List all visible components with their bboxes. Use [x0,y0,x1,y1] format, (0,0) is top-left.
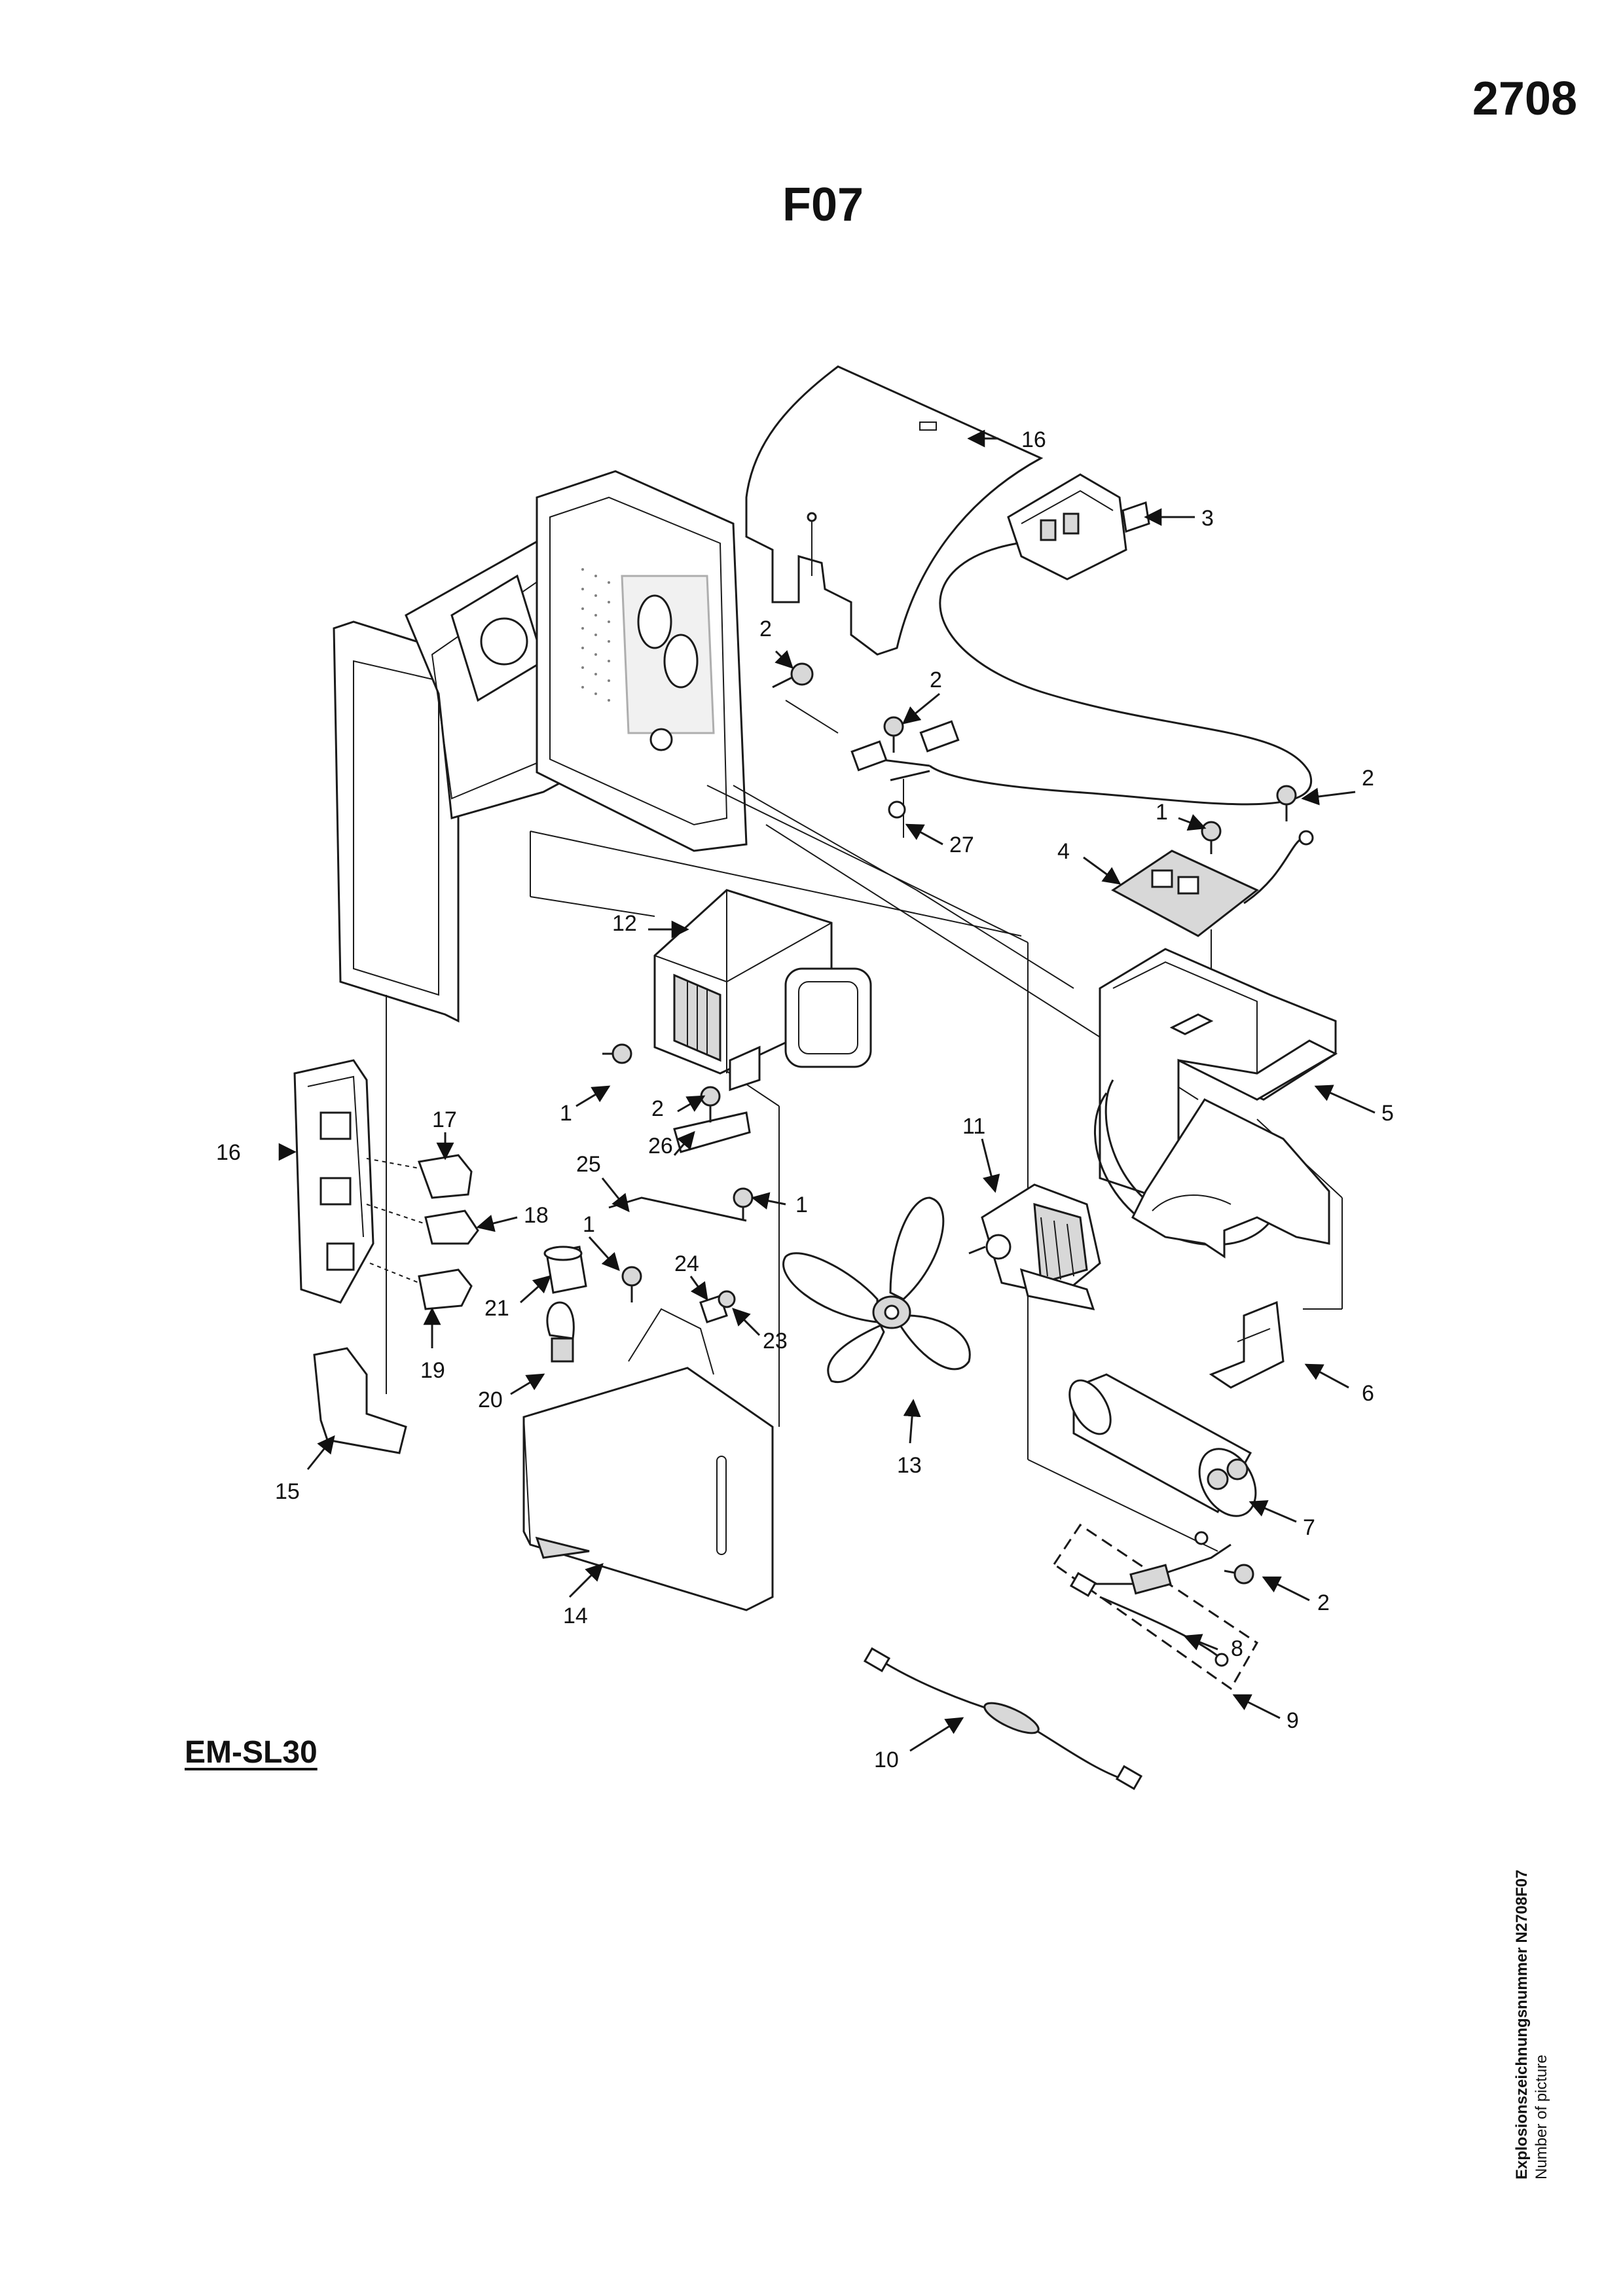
callout-22: 16 [1021,427,1046,452]
shield-plate [522,1308,774,1611]
callout-13: 13 [897,1453,922,1478]
callout-12: 12 [612,911,637,936]
callout-2: 2 [651,1096,664,1121]
callout-23: 23 [763,1329,788,1354]
callout-2: 2 [1317,1590,1330,1615]
magnetron [653,889,872,1092]
callout-15: 15 [275,1479,300,1504]
callout-26: 26 [648,1134,673,1158]
callout-20: 20 [478,1388,503,1412]
callout-21: 21 [484,1296,509,1321]
hv-diode-assembly [1052,1523,1258,1691]
assembly-guide-lines [386,700,1343,1552]
callout-4: 4 [1057,839,1070,864]
fuse-wire [863,1647,1143,1790]
callout-27: 27 [949,833,974,857]
callout-2: 2 [930,668,942,692]
callout-24: 24 [674,1251,699,1276]
callout-1: 1 [795,1193,808,1217]
control-pcb [1111,830,1314,937]
model-label: EM-SL30 [185,1735,318,1770]
callout-11: 11 [962,1114,985,1139]
callout-1: 1 [583,1212,595,1237]
fan-housing-chassis [1094,948,1338,1259]
screws [602,662,1297,1585]
oven-lamp-and-socket [543,1246,587,1363]
callout-3: 3 [1201,506,1214,531]
callout-18: 18 [524,1203,549,1228]
callout-2: 2 [759,617,772,641]
mains-plug-and-cord [850,473,1313,806]
callout-7: 7 [1303,1515,1315,1540]
callout-9: 9 [1286,1708,1299,1733]
callout-14: 14 [563,1604,588,1628]
micro-switches [366,1154,479,1310]
cavity-back-panel [333,470,748,1023]
callout-2: 2 [1362,766,1374,791]
figure-code: F07 [782,179,864,231]
callout-1: 1 [1156,800,1168,825]
fan-blade [782,1196,971,1383]
hv-capacitor [1068,1373,1257,1517]
callout-10: 10 [874,1748,899,1772]
callout-17: 17 [432,1107,457,1132]
callout-labels: 16 3 2 2 27 2 1 4 5 12 1 2 26 25 1 11 1 … [216,427,1394,1772]
fan-motor [968,1183,1101,1310]
page-number: 2708 [1472,73,1577,125]
interlock-switch-holder [293,1059,407,1454]
callout-25: 25 [576,1152,601,1177]
callout-16: 16 [216,1140,241,1165]
callout-arrows [278,429,1376,1752]
callout-8: 8 [1231,1636,1243,1661]
mounting-clip [1209,1300,1285,1389]
top-cover-sheet [745,365,1044,656]
callout-5: 5 [1381,1101,1394,1126]
callout-19: 19 [420,1358,445,1383]
callout-1: 1 [560,1101,572,1126]
callout-6: 6 [1362,1381,1374,1406]
